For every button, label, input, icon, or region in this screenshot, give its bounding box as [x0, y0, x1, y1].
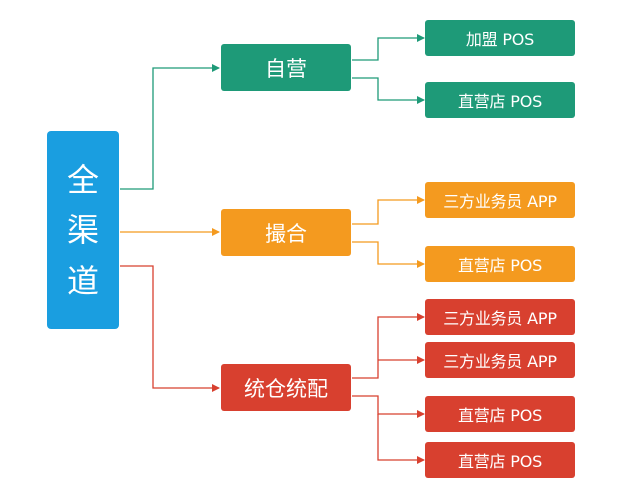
root-node-all-channels: 全 渠 道: [47, 131, 119, 329]
leaf-node-direct-store-pos: 直营店 POS: [425, 442, 575, 478]
branch-node-self-operated: 自营: [221, 44, 351, 91]
leaf-node-third-party-app: 三方业务员 APP: [425, 182, 575, 218]
connector-unified-to-leaf-1: [352, 313, 425, 379]
leaf-node-franchise-pos: 加盟 POS: [425, 20, 575, 56]
root-char-1: 全: [66, 160, 99, 199]
leaf-node-direct-store-pos: 直营店 POS: [425, 246, 575, 282]
root-char-3: 道: [66, 261, 99, 300]
leaf-node-third-party-app: 三方业务员 APP: [425, 342, 575, 378]
connector-matching-to-leaf-2: [352, 241, 425, 268]
branch-node-matching: 撮合: [221, 209, 351, 256]
connector-root-to-self-operated: [120, 64, 220, 190]
connector-unified-to-leaf-3: [352, 395, 425, 418]
connector-matching-to-leaf-1: [352, 196, 425, 225]
connector-self-operated-to-leaf-1: [352, 34, 425, 61]
branch-node-unified-warehouse: 统仓统配: [221, 364, 351, 411]
leaf-node-direct-store-pos: 直营店 POS: [425, 396, 575, 432]
connector-self-operated-to-leaf-2: [352, 77, 425, 104]
leaf-node-third-party-app: 三方业务员 APP: [425, 299, 575, 335]
leaf-node-direct-store-pos: 直营店 POS: [425, 82, 575, 118]
connector-root-to-unified-warehouse: [120, 265, 220, 392]
connector-unified-to-leaf-4: [377, 414, 425, 464]
root-char-2: 渠: [66, 211, 99, 249]
